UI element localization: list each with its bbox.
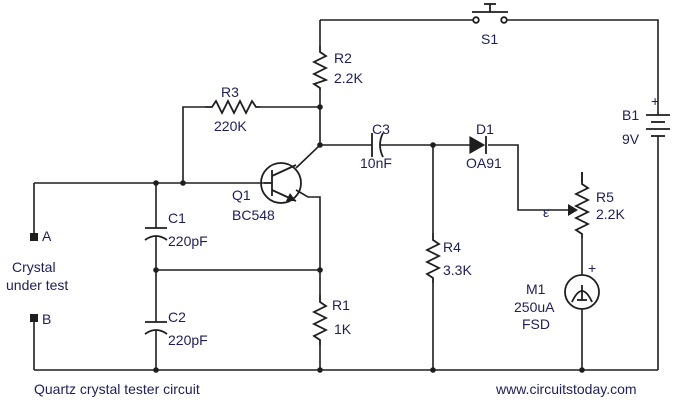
terminal-b-marker	[30, 314, 38, 322]
diagram-caption: Quartz crystal tester circuit	[34, 381, 200, 397]
wire-emitter	[295, 189, 321, 295]
transistor-q1-symbol	[260, 162, 302, 204]
labels: S1 R2 2.2K R3 220K B1 9V + C3 10nF D1 OA…	[6, 31, 659, 397]
capacitor-c2-symbol	[144, 321, 168, 335]
label-c3-ref: C3	[372, 121, 390, 137]
label-r4-ref: R4	[443, 239, 461, 255]
label-r1-value: 1K	[334, 321, 352, 337]
label-d1-ref: D1	[476, 121, 494, 137]
junction-base-r3	[180, 180, 186, 186]
label-q1-ref: Q1	[232, 187, 251, 203]
label-crystal-line2: under test	[6, 277, 68, 293]
switch-s1-symbol	[472, 3, 508, 24]
label-b1-plus: +	[651, 93, 659, 109]
resistor-r3-symbol	[205, 98, 260, 116]
label-r4-value: 3.3K	[443, 262, 472, 278]
label-b1-value: 9V	[622, 131, 640, 147]
potentiometer-r5-symbol	[568, 172, 591, 238]
label-r1-ref: R1	[332, 297, 350, 313]
label-b1-ref: B1	[622, 107, 639, 123]
label-terminal-a: A	[42, 228, 52, 244]
resistor-r4-symbol	[424, 233, 442, 283]
label-c3-value: 10nF	[360, 155, 392, 171]
label-m1-ref: M1	[526, 281, 546, 297]
junction-base-c1	[153, 180, 159, 186]
label-q1-value: BC548	[232, 207, 275, 223]
wire-r3-left	[182, 106, 205, 183]
resistor-r1-symbol	[311, 295, 329, 345]
label-r2-ref: R2	[334, 50, 352, 66]
label-c2-value: 220pF	[168, 332, 208, 348]
label-terminal-b: B	[42, 311, 51, 327]
label-c1-value: 220pF	[168, 233, 208, 249]
capacitor-c3-symbol	[371, 132, 384, 158]
meter-m1-symbol	[564, 274, 600, 310]
junction-bottom-r1	[317, 367, 323, 373]
label-d1-value: OA91	[466, 155, 502, 171]
label-m1-extra: FSD	[522, 316, 550, 332]
junction-c1-c2	[153, 267, 159, 273]
wire-top-rail-right	[507, 19, 659, 115]
junction-r3-collector	[317, 104, 323, 110]
resistor-r2-symbol	[311, 46, 329, 90]
label-r5-value: 2.2K	[596, 206, 625, 222]
junctions	[153, 104, 585, 373]
label-r3-value: 220K	[214, 118, 247, 134]
battery-b1-symbol	[646, 114, 670, 137]
junction-bottom-r4	[430, 367, 436, 373]
capacitor-c1-symbol	[144, 227, 168, 241]
label-m1-value: 250uA	[514, 299, 555, 315]
label-c2-ref: C2	[168, 309, 186, 325]
terminal-a-marker	[30, 233, 38, 241]
label-m1-plus: +	[588, 260, 596, 276]
junction-c3-r4	[430, 142, 436, 148]
label-c1-ref: C1	[168, 210, 186, 226]
label-s1-ref: S1	[481, 31, 498, 47]
label-r5-wiper: ε	[543, 204, 549, 220]
label-r5-ref: R5	[596, 189, 614, 205]
junction-emitter-r1	[317, 267, 323, 273]
website-credit: www.circuitstoday.com	[495, 381, 637, 397]
label-crystal-line1: Crystal	[12, 259, 56, 275]
label-r2-value: 2.2K	[334, 70, 363, 86]
diode-d1-symbol	[469, 135, 487, 155]
junction-bottom-c2	[153, 367, 159, 373]
label-r3-ref: R3	[221, 84, 239, 100]
junction-collector-c3	[317, 142, 323, 148]
wire-d1-to-wiper	[488, 144, 568, 211]
junction-bottom-m1	[579, 367, 585, 373]
